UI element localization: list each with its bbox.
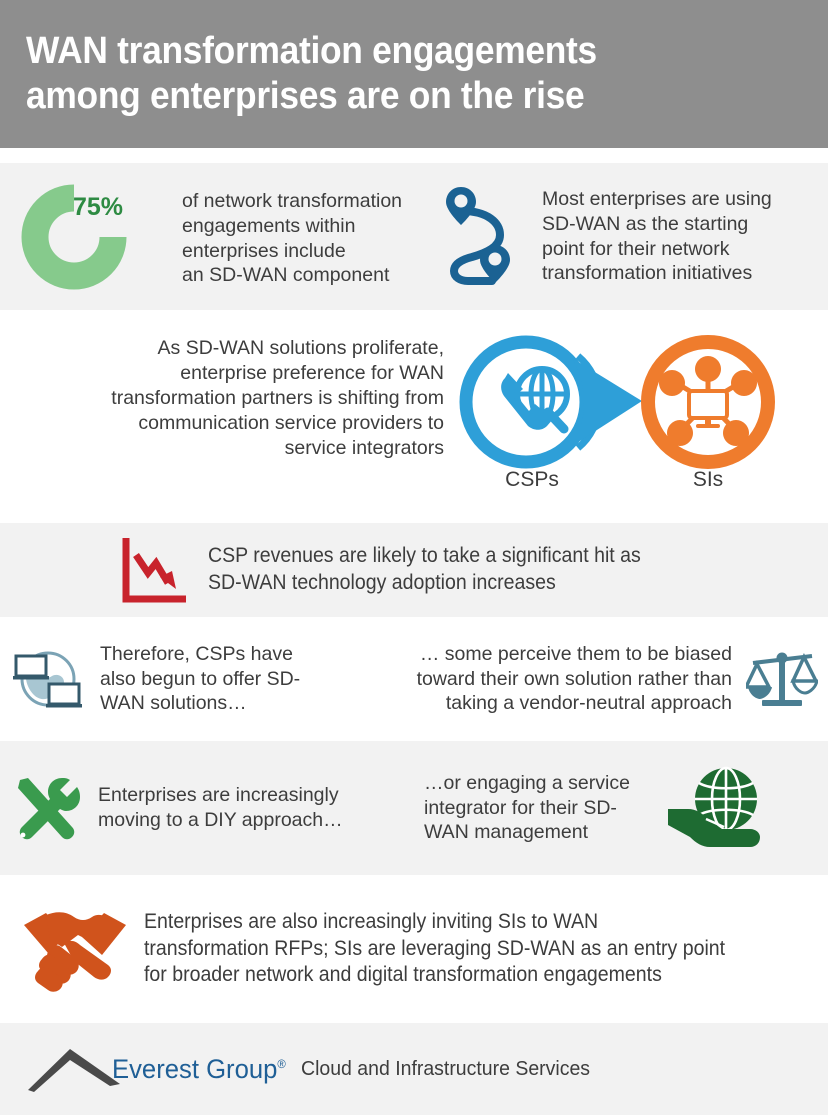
row2-icons-block: CSPs SIs (444, 330, 828, 500)
row2-text: As SD-WAN solutions proliferate, enterpr… (111, 337, 444, 459)
row6-block: Enterprises are also increasingly inviti… (0, 875, 828, 1023)
handshake-icon (24, 912, 126, 992)
footer-block: Everest Group® Cloud and Infrastructure … (0, 1023, 828, 1115)
band-row1 (0, 163, 828, 310)
arrow-right-icon (572, 358, 642, 446)
globe-laptops-icon (13, 651, 82, 708)
page-title: WAN transformation engagements among ent… (26, 30, 597, 117)
hand-globe-icon (668, 766, 760, 847)
row3-block: CSP revenues are likely to take a signif… (0, 523, 828, 617)
row5-right-text: …or engaging a service integrator for th… (424, 771, 630, 844)
band-row6 (0, 875, 828, 1023)
row5-left-text: Enterprises are increasingly moving to a… (98, 784, 343, 831)
row1-left-text: of network transformation engagements wi… (182, 189, 403, 287)
footer-tagline: Cloud and Infrastructure Services (300, 1057, 590, 1080)
balance-scales-icon (746, 652, 818, 706)
row4-left-block: Therefore, CSPs have also begun to offer… (0, 617, 400, 741)
row4-left-text: Therefore, CSPs have also begun to offer… (100, 642, 301, 715)
header-banner: WAN transformation engagements among ent… (0, 0, 828, 148)
csps-label: CSPs (505, 468, 559, 491)
route-pins-icon (446, 186, 510, 285)
registered-mark: ® (277, 1056, 286, 1071)
band-row5 (0, 741, 828, 875)
brand-label: Everest Group (112, 1053, 278, 1084)
row1-left-block: 75% of network transformation engagement… (0, 163, 420, 310)
brand-name: Everest Group® (112, 1054, 286, 1085)
network-monitor-icon (641, 335, 775, 469)
row1-right-text: Most enterprises are using SD-WAN as the… (542, 187, 772, 285)
row4-right-text: … some perceive them to be biased toward… (416, 642, 732, 715)
row3-text: CSP revenues are likely to take a signif… (208, 544, 641, 594)
donut-chart: 75% (20, 183, 128, 291)
wrench-screwdriver-icon (18, 778, 80, 840)
row5-right-block: …or engaging a service integrator for th… (400, 741, 828, 875)
row1-right-block: Most enterprises are using SD-WAN as the… (430, 163, 828, 310)
row6-text: Enterprises are also increasingly inviti… (144, 909, 726, 987)
band-row4 (0, 617, 828, 741)
row4-right-block: … some perceive them to be biased toward… (370, 617, 828, 741)
donut-percent-label: 75% (73, 192, 124, 221)
band-footer (0, 1023, 828, 1115)
mountain-peak-icon (28, 1049, 120, 1092)
declining-chart-icon (122, 538, 186, 603)
sis-label: SIs (692, 468, 724, 491)
row5-left-block: Enterprises are increasingly moving to a… (0, 741, 400, 875)
donut-chart-svg (21, 184, 127, 289)
